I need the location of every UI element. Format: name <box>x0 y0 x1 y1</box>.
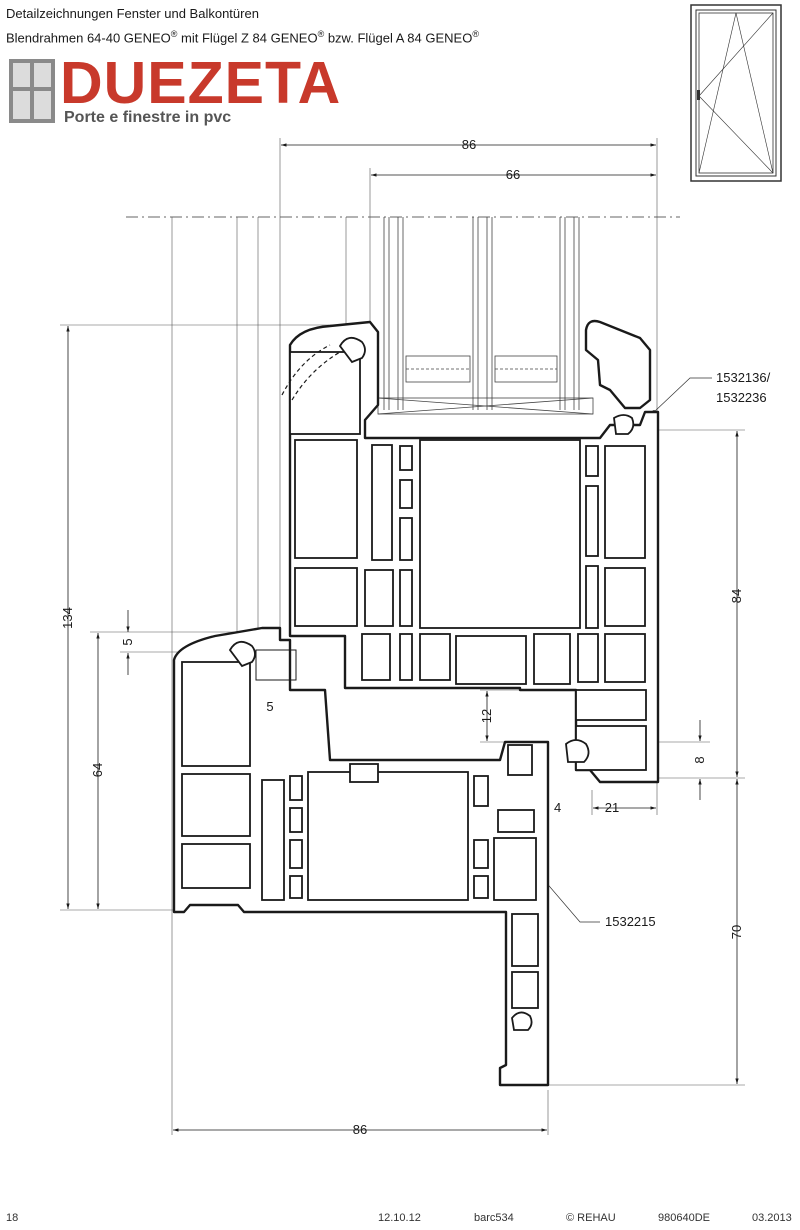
part-label-gasket-2: 1532236 <box>716 390 767 405</box>
sash-chambers <box>289 351 647 771</box>
footer-code: barc534 <box>474 1212 514 1224</box>
brand-name: DUEZETA <box>60 50 342 116</box>
dim-gap-5-horizontal: 5 <box>266 699 273 714</box>
footer-copyright: © REHAU <box>566 1212 616 1224</box>
dim-right-8: 8 <box>692 756 707 763</box>
gasket-seals <box>228 336 635 1031</box>
window-logo-icon <box>9 59 55 123</box>
dim-top-inner: 66 <box>506 167 520 182</box>
dim-gap-12: 12 <box>479 709 494 723</box>
header-subtitle-part-b: mit Flügel Z 84 GENEO <box>177 30 318 46</box>
registered-mark: ® <box>317 29 325 39</box>
part-label-sill: 1532215 <box>605 914 656 929</box>
dim-height-frame: 64 <box>90 763 105 777</box>
company-logo: DUEZETA Porte e finestre in pvc <box>4 50 384 130</box>
footer-date: 12.10.12 <box>378 1212 421 1224</box>
registered-mark: ® <box>170 29 178 39</box>
window-thumbnail-icon <box>690 4 782 182</box>
dim-right-70: 70 <box>729 925 744 939</box>
part-label-gasket-1: 1532136/ <box>716 370 771 385</box>
footer-edition: 03.2013 <box>752 1212 792 1224</box>
header-subtitle-part-c: bzw. Flügel A 84 GENEO <box>324 30 473 46</box>
dim-bottom-21: 21 <box>605 800 619 815</box>
dim-bottom-4: 4 <box>554 800 561 815</box>
footer-page-number: 18 <box>6 1212 19 1224</box>
dimension-lines <box>66 143 739 1132</box>
brand-tagline: Porte e finestre in pvc <box>64 109 232 126</box>
dim-height-total: 134 <box>60 607 75 629</box>
dim-right-84: 84 <box>729 589 744 603</box>
glass-unit <box>377 217 594 415</box>
dim-gap-5-vertical: 5 <box>120 638 135 645</box>
frame-chambers <box>181 649 539 1009</box>
header-subtitle: Blendrahmen 64-40 GENEO® mit Flügel Z 84… <box>6 24 479 48</box>
header-subtitle-part-a: Blendrahmen 64-40 GENEO <box>6 30 171 46</box>
document-header: Detailzeichnungen Fenster und Balkontüre… <box>6 4 479 48</box>
dim-top-outer: 86 <box>462 137 476 152</box>
header-title: Detailzeichnungen Fenster und Balkontüre… <box>6 6 259 21</box>
dim-bottom-86: 86 <box>353 1122 367 1137</box>
footer-doc-number: 980640DE <box>658 1212 710 1224</box>
registered-mark: ® <box>472 29 479 39</box>
gaskets <box>281 344 341 401</box>
